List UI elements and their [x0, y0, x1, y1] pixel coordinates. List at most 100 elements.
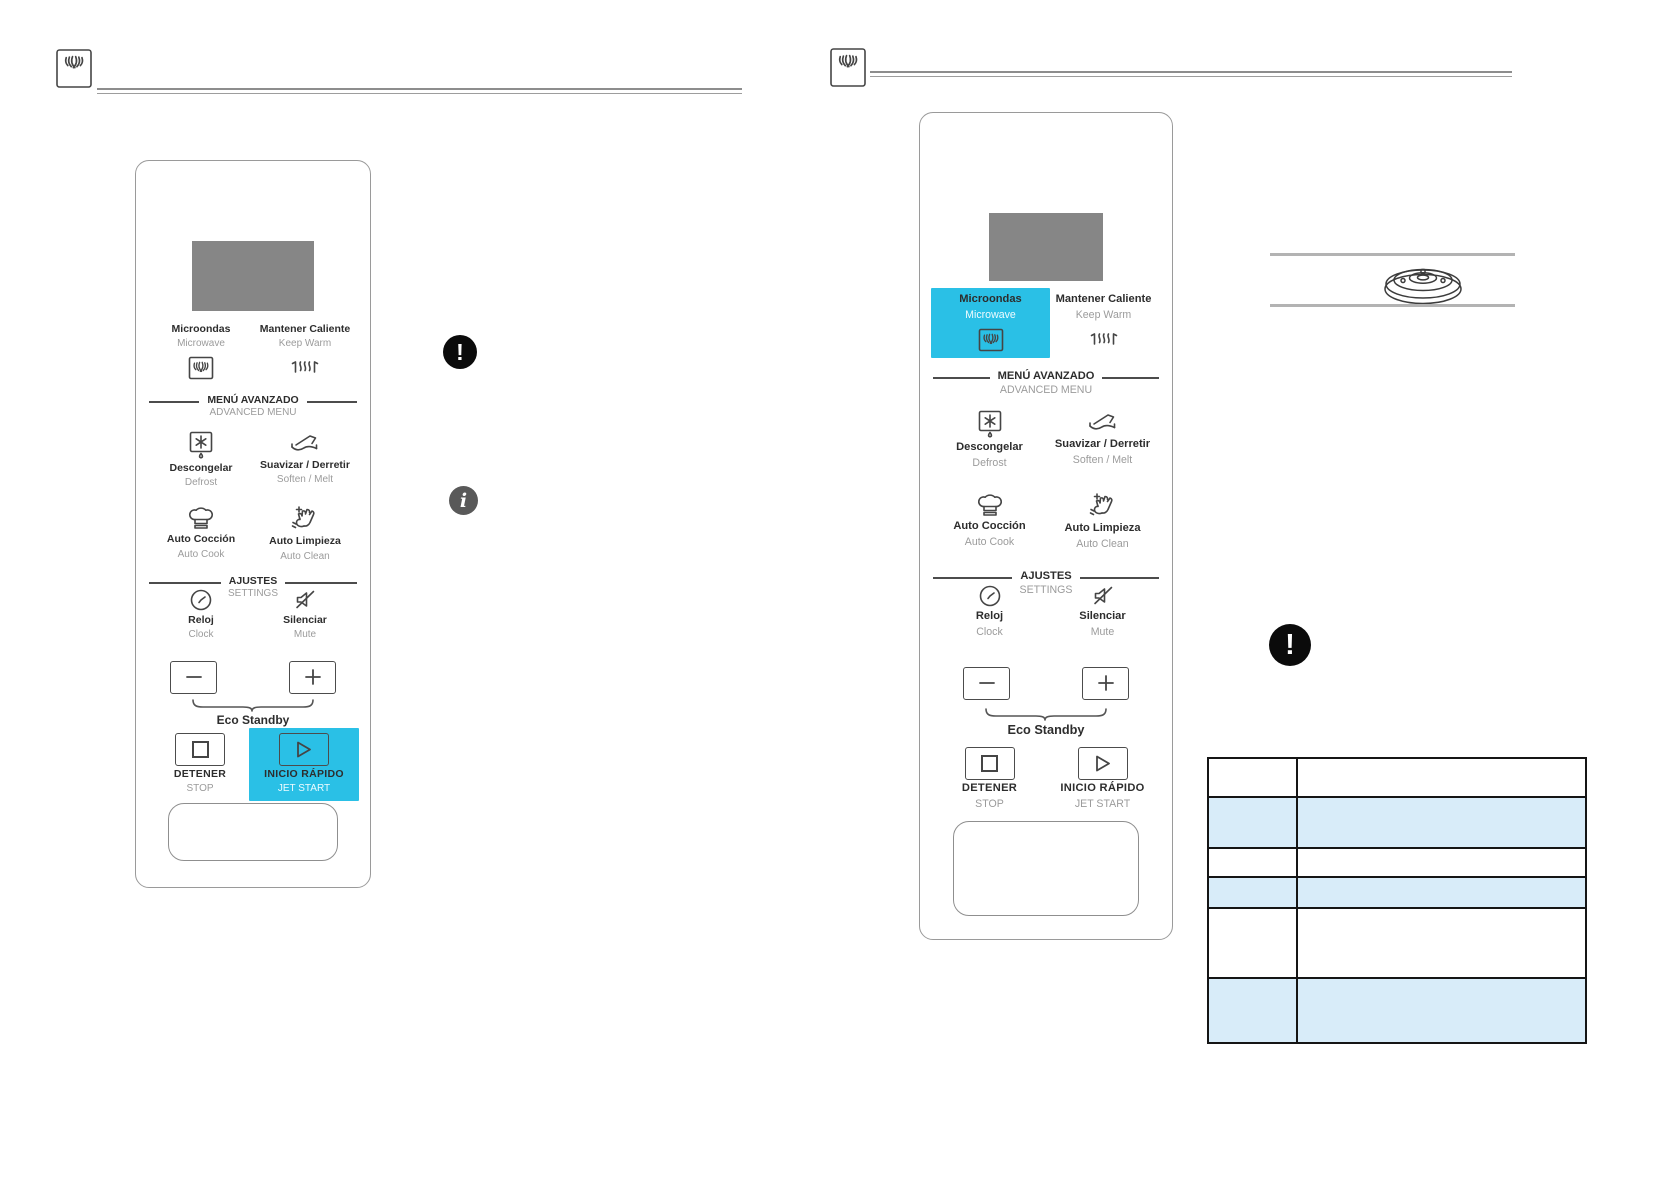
cleaning-hand-icon: [1088, 492, 1118, 520]
eco-standby-label: Eco Standby: [1007, 721, 1085, 737]
divider-line: [933, 577, 1013, 580]
table-row: [1209, 907, 1585, 977]
stop-key-icon: [175, 732, 225, 766]
settings-heading: AJUSTES: [933, 570, 1159, 584]
keep-warm-steam-icon: [290, 356, 320, 380]
soften-melt-icon: [1088, 410, 1118, 436]
control-panel-figure: Microondas Microwave Mantener Caliente K…: [919, 112, 1173, 940]
auto-row: Auto Cocción Auto Cook Auto Limpieza Aut…: [933, 490, 1159, 551]
settings-label-es: AJUSTES: [1020, 570, 1072, 583]
stop-start-row: DETENER STOP INICIO RÁPIDO JET START: [933, 746, 1159, 811]
auto-clean-label-es: Auto Limpieza: [1064, 521, 1141, 534]
microwave-button: Microondas Microwave: [149, 323, 253, 380]
auto-clean-button: Auto Limpieza Auto Clean: [1046, 490, 1159, 551]
brace-icon: [192, 698, 314, 712]
auto-cook-label-en: Auto Cook: [177, 548, 225, 560]
mute-button: Silenciar Mute: [253, 586, 357, 641]
table-cell: [1298, 979, 1585, 1042]
auto-clean-label-en: Auto Clean: [280, 550, 330, 562]
divider-line: [1079, 577, 1159, 580]
defrost-label-es: Descongelar: [169, 462, 233, 475]
soften-melt-label-es: Suavizar / Derretir: [1054, 438, 1151, 451]
clock-label-es: Reloj: [975, 610, 1004, 623]
microwave-symbol-icon: [56, 49, 92, 88]
mute-button: Silenciar Mute: [1046, 582, 1159, 639]
panel-lower-blank: [167, 802, 339, 861]
soften-melt-label-en: Soften / Melt: [1072, 454, 1133, 467]
auto-cook-button: Auto Cocción Auto Cook: [149, 503, 253, 562]
table-cell: [1298, 798, 1585, 847]
display-screen: [192, 241, 314, 311]
defrost-label-en: Defrost: [972, 457, 1007, 470]
eco-standby-group: Eco Standby: [933, 708, 1159, 737]
warning-icon: !: [1269, 624, 1311, 666]
soften-melt-button: Suavizar / Derretir Soften / Melt: [1046, 408, 1159, 470]
keep-warm-label-es: Mantener Caliente: [259, 323, 351, 335]
microwave-symbol-icon: [830, 48, 866, 87]
settings-label-es: AJUSTES: [228, 574, 278, 587]
table-row: [1209, 876, 1585, 907]
minus-button: [170, 660, 217, 694]
defrost-label-en: Defrost: [184, 477, 218, 489]
microwave-label-es: Microondas: [959, 293, 1022, 305]
mute-speaker-icon: [293, 588, 317, 612]
clock-label-es: Reloj: [188, 613, 214, 626]
auto-cook-label-es: Auto Cocción: [953, 519, 1026, 532]
defrost-row: Descongelar Defrost Suavizar / Derretir …: [149, 429, 357, 489]
microwave-waves-icon: [978, 328, 1004, 352]
settings-section: AJUSTES SETTINGS Reloj Clock: [149, 575, 357, 641]
soften-melt-label-es: Suavizar / Derretir: [260, 459, 350, 472]
auto-cook-button: Auto Cocción Auto Cook: [933, 490, 1046, 551]
table-cell: [1298, 759, 1585, 796]
auto-row: Auto Cocción Auto Cook Auto Limpieza Aut…: [149, 503, 357, 562]
keep-warm-label-en: Keep Warm: [278, 338, 332, 350]
stop-label-es: DETENER: [173, 767, 227, 780]
jet-start-label-es: INICIO RÁPIDO: [1060, 781, 1145, 794]
jet-start-label-en: JET START: [277, 782, 331, 794]
soften-melt-button: Suavizar / Derretir Soften / Melt: [253, 429, 357, 489]
display-screen: [989, 213, 1103, 281]
play-key-icon: [1077, 746, 1128, 780]
auto-clean-button: Auto Limpieza Auto Clean: [253, 503, 357, 562]
settings-section: AJUSTES SETTINGS Reloj Clock: [933, 570, 1159, 639]
table-row: [1209, 847, 1585, 876]
divider-line: [306, 401, 358, 404]
settings-heading: AJUSTES: [149, 575, 357, 588]
reference-table: [1207, 757, 1587, 1044]
keep-warm-button: Mantener Caliente Keep Warm: [1048, 293, 1159, 352]
stop-start-row: DETENER STOP INICIO RÁPIDO JET START: [149, 727, 359, 801]
advanced-menu-label-en: ADVANCED MENU: [999, 383, 1093, 396]
jet-start-label-en: JET START: [1074, 797, 1131, 810]
header-rule: [97, 88, 742, 94]
table-cell: [1209, 798, 1298, 847]
auto-clean-label-es: Auto Limpieza: [269, 535, 341, 548]
stop-button: DETENER STOP: [933, 746, 1046, 811]
jet-start-label-es: INICIO RÁPIDO: [264, 767, 344, 780]
table-row: [1209, 759, 1585, 796]
stop-label-en: STOP: [975, 797, 1004, 810]
mute-label-en: Mute: [293, 628, 317, 640]
mute-speaker-icon: [1091, 584, 1115, 608]
table-cell: [1298, 909, 1585, 977]
mute-label-es: Silenciar: [1079, 610, 1126, 623]
table-row: [1209, 977, 1585, 1042]
auto-clean-label-en: Auto Clean: [1076, 537, 1129, 550]
defrost-label-es: Descongelar: [956, 441, 1023, 454]
defrost-row: Descongelar Defrost Suavizar / Derretir …: [933, 408, 1159, 470]
control-panel-figure: Microondas Microwave Mantener Caliente K…: [135, 160, 371, 888]
clock-label-en: Clock: [976, 626, 1003, 639]
table-cell: [1209, 878, 1298, 907]
divider-line: [285, 581, 357, 584]
microwave-label-en: Microwave: [965, 308, 1016, 321]
defrost-button: Descongelar Defrost: [149, 429, 253, 489]
info-icon: i: [449, 486, 478, 515]
soften-melt-icon: [290, 431, 320, 457]
keep-warm-label-es: Mantener Caliente: [1055, 293, 1152, 305]
stop-key-icon: [964, 746, 1015, 780]
advanced-menu-label-es: MENÚ AVANZADO: [997, 369, 1095, 382]
power-row: Microondas Microwave Mantener Caliente K…: [149, 323, 357, 380]
clock-button: Reloj Clock: [149, 586, 253, 641]
table-cell: [1209, 909, 1298, 977]
jet-start-button: INICIO RÁPIDO JET START: [249, 727, 359, 801]
